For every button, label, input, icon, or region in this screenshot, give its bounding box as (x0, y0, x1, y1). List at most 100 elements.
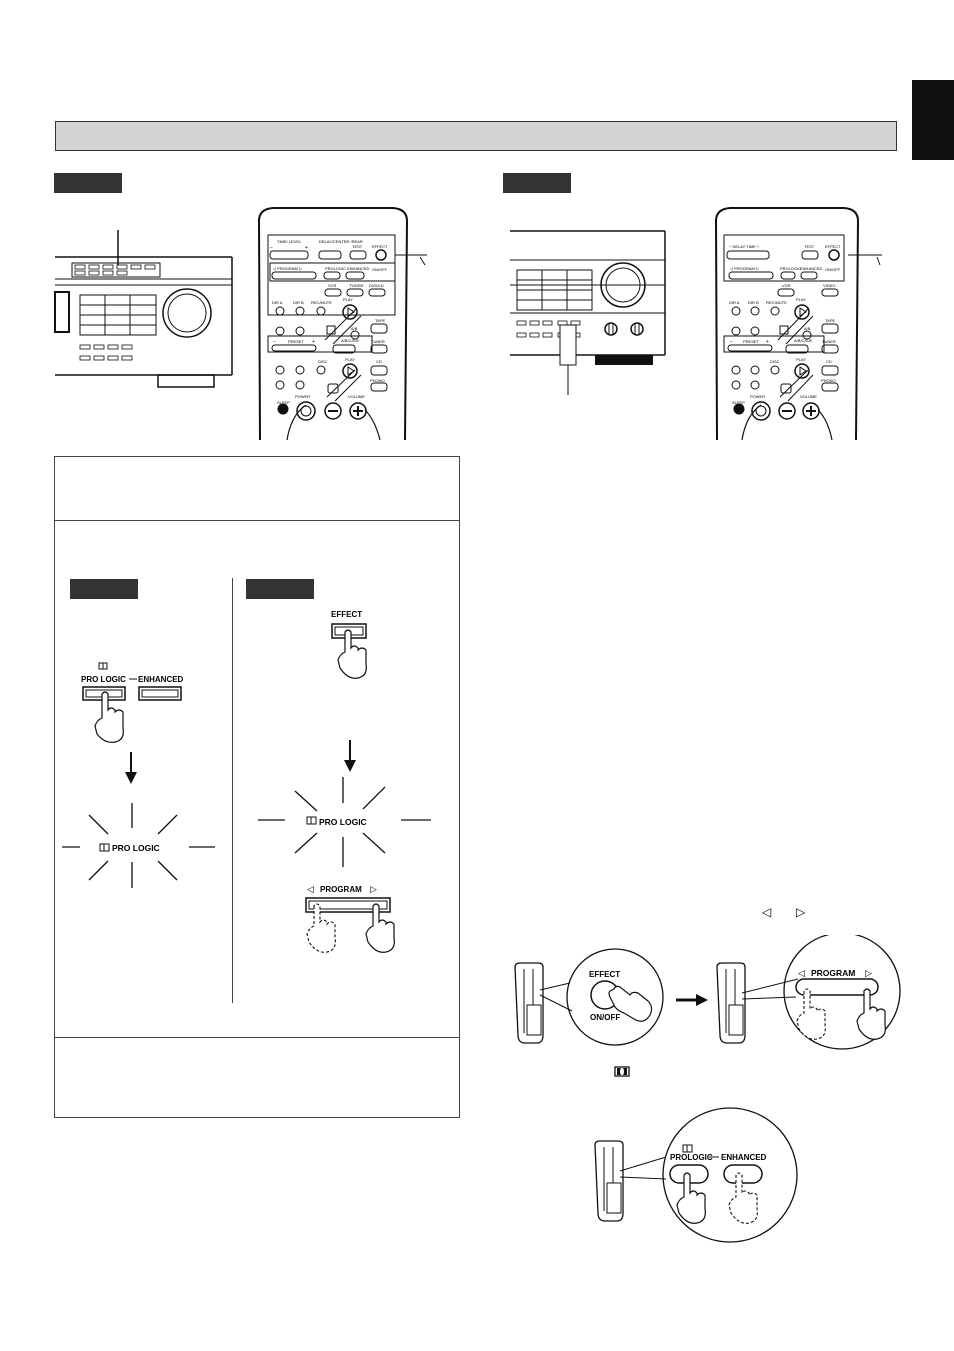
program-right-triangle: ▷ (370, 884, 377, 894)
remote-time-level-label: TIME/ LEVEL (277, 239, 302, 244)
main-unit-label-inner (70, 579, 138, 599)
remote-effect-label: EFFECT (372, 244, 388, 249)
effect-label: EFFECT (331, 610, 362, 619)
remote-right-preset-minus-label: − (730, 339, 733, 345)
arrow-right (676, 994, 708, 1006)
dolby-symbol-small (614, 1066, 630, 1077)
remote-right-effect-label: EFFECT (825, 244, 841, 249)
remote-plus-label: + (305, 245, 308, 251)
remote-right-phono-label: PHONO (821, 378, 836, 383)
remote-right-sleep-label: SLEEP (732, 400, 745, 405)
remote-sleep-label: SLEEP (277, 400, 290, 405)
remote-right-delay-time-label: − DELAY TIME + (729, 244, 760, 249)
remote-right-test-label: TEST (804, 244, 815, 249)
remote-test-label: TEST (352, 244, 363, 249)
remote-volume-label: VOLUME (348, 394, 365, 399)
remote-right-dirb-label: DIR B (748, 300, 759, 305)
remote-onoff-label: ON/OFF (372, 267, 388, 272)
remote-tuner-label: TUNER (371, 339, 385, 344)
remote-ab-label: A/B (351, 326, 358, 331)
remote-power-label: POWER (295, 394, 310, 399)
prologic-flash-right: PRO LOGIC (258, 777, 431, 867)
inline-left-triangle: ◁ (762, 905, 771, 919)
closeup-effect-label: EFFECT (589, 970, 620, 979)
box-divider-bottom (54, 1037, 460, 1038)
inline-right-triangle: ▷ (796, 905, 806, 919)
prologic-flash-left: PRO LOGIC (62, 803, 215, 888)
closeup-right-triangle: ▷ (865, 968, 872, 978)
remote-right-disc-label: DISC (770, 359, 780, 364)
remote-enhanced-label: ENHANCED (347, 266, 370, 271)
program-label: PROGRAM (320, 885, 362, 894)
arrow-down-left (125, 752, 137, 784)
remote-minus-label: − (270, 245, 273, 251)
remote-right-preset-plus-label: + (766, 339, 769, 345)
remote-right-power-label: POWER (750, 394, 765, 399)
remote-right-vcr-label: VCR (782, 283, 791, 288)
remote-right-video-label: VIDEO (823, 283, 835, 288)
closeup-prologic-label: PROLOGIC (670, 1153, 713, 1162)
remote-preset-minus-label: − (273, 339, 276, 345)
closeup-program-label: PROGRAM (811, 968, 855, 978)
box-divider-top (54, 520, 460, 521)
remote-right-tape-label: TAPE (825, 318, 835, 323)
section-title-bar (55, 121, 897, 151)
main-unit-label-right (503, 173, 571, 193)
remote-program-closeup: ◁ PROGRAM ▷ (716, 935, 901, 1050)
remote-right-dira-label: DIR A (729, 300, 740, 305)
inline-triangles: ◁ ▷ (762, 905, 806, 919)
remote-phono-label: PHONO (370, 378, 385, 383)
remote-vcr-label: VCR (328, 283, 337, 288)
arrow-down-right (344, 740, 356, 772)
effect-press-illustration: EFFECT (331, 610, 367, 679)
remote-right-enhanced-label: ENHANCED (800, 266, 823, 271)
language-tab (912, 80, 954, 160)
remote-recmute-label: REC/MUTE (311, 300, 332, 305)
remote-prologic-label: PROLOGIC (325, 266, 346, 271)
remote-right-recmute-label: REC/MUTE (766, 300, 787, 305)
remote-abcde-label: A/B/C/D/E (341, 338, 360, 343)
remote-right-tuner-label: TUNER (822, 339, 836, 344)
remote-cd-label: CD (376, 359, 382, 364)
remote-dvdld-label: DVD/LD (369, 283, 384, 288)
remote-prologic-closeup: PROLOGIC ENHANCED (594, 1107, 798, 1243)
remote-right-volume-label: VOLUME (800, 394, 817, 399)
remote-right-program-label: ◁ PROGRAM ▷ (729, 266, 760, 271)
enhanced-label: ENHANCED (138, 675, 184, 684)
instruction-box (54, 456, 460, 1118)
remote-preset-label: PRESET (288, 339, 305, 344)
front-panel-right (510, 230, 666, 395)
box-divider-vertical (232, 578, 233, 1003)
front-panel-left (54, 230, 233, 388)
main-unit-label-left (54, 173, 122, 193)
prologic-flash-label-right: PRO LOGIC (319, 817, 367, 827)
remote-play-label: PLAY (343, 297, 353, 302)
remote-right-play-label: PLAY (796, 297, 806, 302)
remote-program-label: ◁ PROGRAM ▷ (272, 266, 303, 271)
remote-delay-center-label: DELAY/CENTER /REAR (319, 239, 363, 244)
remote-right: − DELAY TIME + TEST EFFECT ◁ PROGRAM ▷ P… (714, 207, 882, 440)
remote-effect-closeup: EFFECT ON/OFF (514, 948, 664, 1046)
remote-disc-label: DISC (318, 359, 328, 364)
remote-preset-plus-label: + (312, 339, 315, 345)
program-left-triangle: ◁ (307, 884, 314, 894)
program-press-illustration: ◁ PROGRAM ▷ (305, 884, 395, 953)
remote-tvdbs-label: TV/DBS (349, 283, 364, 288)
closeup-enhanced-label: ENHANCED (721, 1153, 767, 1162)
closeup-left-triangle: ◁ (798, 968, 805, 978)
remote-right-ab-label: A/B (804, 326, 811, 331)
remote-play2-label: PLAY (345, 357, 355, 362)
remote-right-abcde-label: A/B/C/D/E (794, 338, 813, 343)
remote-right-preset-label: PRESET (743, 339, 760, 344)
prologic-press-illustration: PRO LOGIC ENHANCED (81, 662, 184, 743)
remote-right-cd-label: CD (826, 359, 832, 364)
remote-tape-label: TAPE (375, 318, 385, 323)
remote-left: − TIME/ LEVEL + DELAY/CENTER /REAR TEST … (257, 207, 427, 440)
prologic-label: PRO LOGIC (81, 675, 126, 684)
remote-label-inner (246, 579, 314, 599)
remote-dirb-label: DIR B (293, 300, 304, 305)
remote-right-play2-label: PLAY (796, 357, 806, 362)
remote-right-onoff-label: ON/OFF (825, 267, 841, 272)
closeup-onoff-label: ON/OFF (590, 1013, 620, 1022)
prologic-flash-label-left: PRO LOGIC (112, 843, 160, 853)
